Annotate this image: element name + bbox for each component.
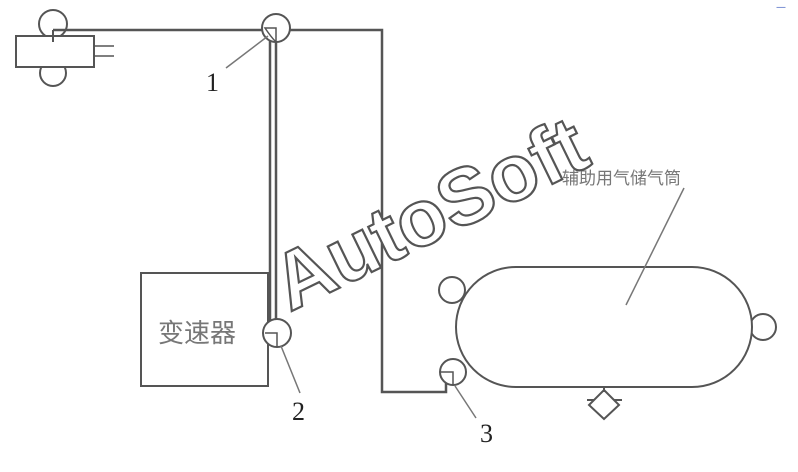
junction-3 (439, 358, 467, 386)
air-tank (438, 266, 777, 421)
junction-1 (261, 13, 291, 44)
air-pipes (53, 28, 448, 394)
corner-mark: — (776, 2, 786, 13)
transmission-label: 变速器 (158, 319, 236, 349)
valve-assembly (15, 9, 114, 87)
transmission-box (140, 272, 269, 387)
tank-leader-line (625, 187, 685, 306)
junction-2 (262, 318, 292, 348)
label-2: 2 (292, 397, 305, 426)
label-1: 1 (206, 68, 219, 97)
label-3: 3 (480, 419, 493, 448)
tank-label: 辅助用气储气筒 (562, 169, 681, 189)
